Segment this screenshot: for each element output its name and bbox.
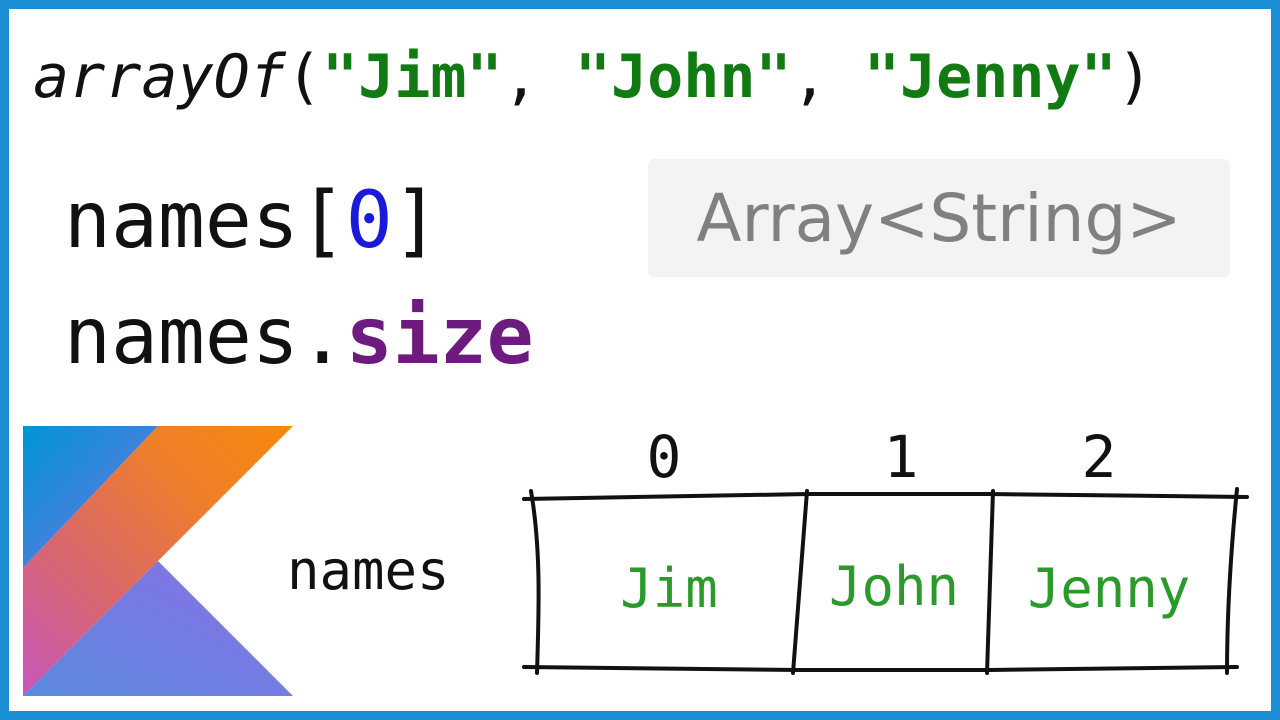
arrayof-code-line: arrayOf("Jim", "John", "Jenny") bbox=[33, 37, 1153, 117]
index-label-0: 0 bbox=[647, 423, 682, 491]
variable-name: names bbox=[64, 292, 299, 382]
size-property: size bbox=[345, 292, 534, 382]
type-hint-box: Array<String> bbox=[648, 159, 1230, 277]
index-label-1: 1 bbox=[884, 423, 919, 491]
cell-value-jenny: Jenny bbox=[1028, 557, 1191, 620]
index-access-expression: names[0] bbox=[64, 171, 440, 271]
thumbnail-frame: arrayOf("Jim", "John", "Jenny") names[0]… bbox=[9, 9, 1271, 711]
index-literal: 0 bbox=[345, 176, 393, 266]
logo-bottom-triangle bbox=[23, 561, 293, 696]
kotlin-logo bbox=[23, 426, 293, 696]
box-bottom-line bbox=[522, 665, 1239, 672]
open-bracket: [ bbox=[298, 176, 346, 266]
comma: , bbox=[502, 42, 539, 112]
comma: , bbox=[791, 42, 828, 112]
box-left-edge bbox=[529, 489, 541, 675]
variable-name: names bbox=[64, 176, 299, 266]
box-right-edge bbox=[1225, 487, 1239, 675]
dot: . bbox=[298, 292, 346, 382]
cell-value-john: John bbox=[829, 555, 959, 618]
box-top-line bbox=[522, 492, 1249, 501]
close-bracket: ] bbox=[392, 176, 440, 266]
divider-1 bbox=[791, 489, 809, 675]
close-paren: ) bbox=[1116, 42, 1153, 112]
divider-2 bbox=[985, 489, 995, 675]
array-box-outline bbox=[522, 487, 1249, 675]
type-hint-text: Array<String> bbox=[696, 179, 1182, 257]
index-label-2: 2 bbox=[1082, 423, 1117, 491]
cell-value-jim: Jim bbox=[620, 557, 718, 620]
size-property-expression: names.size bbox=[64, 287, 534, 387]
string-literal-jenny: "Jenny" bbox=[863, 42, 1117, 112]
array-diagram: 0 1 2 Jim John Jenny bbox=[522, 423, 1249, 675]
open-paren: ( bbox=[285, 42, 322, 112]
string-literal-john: "John" bbox=[574, 42, 792, 112]
array-variable-label: names bbox=[287, 539, 450, 602]
function-name: arrayOf bbox=[33, 42, 286, 112]
string-literal-jim: "Jim" bbox=[322, 42, 503, 112]
